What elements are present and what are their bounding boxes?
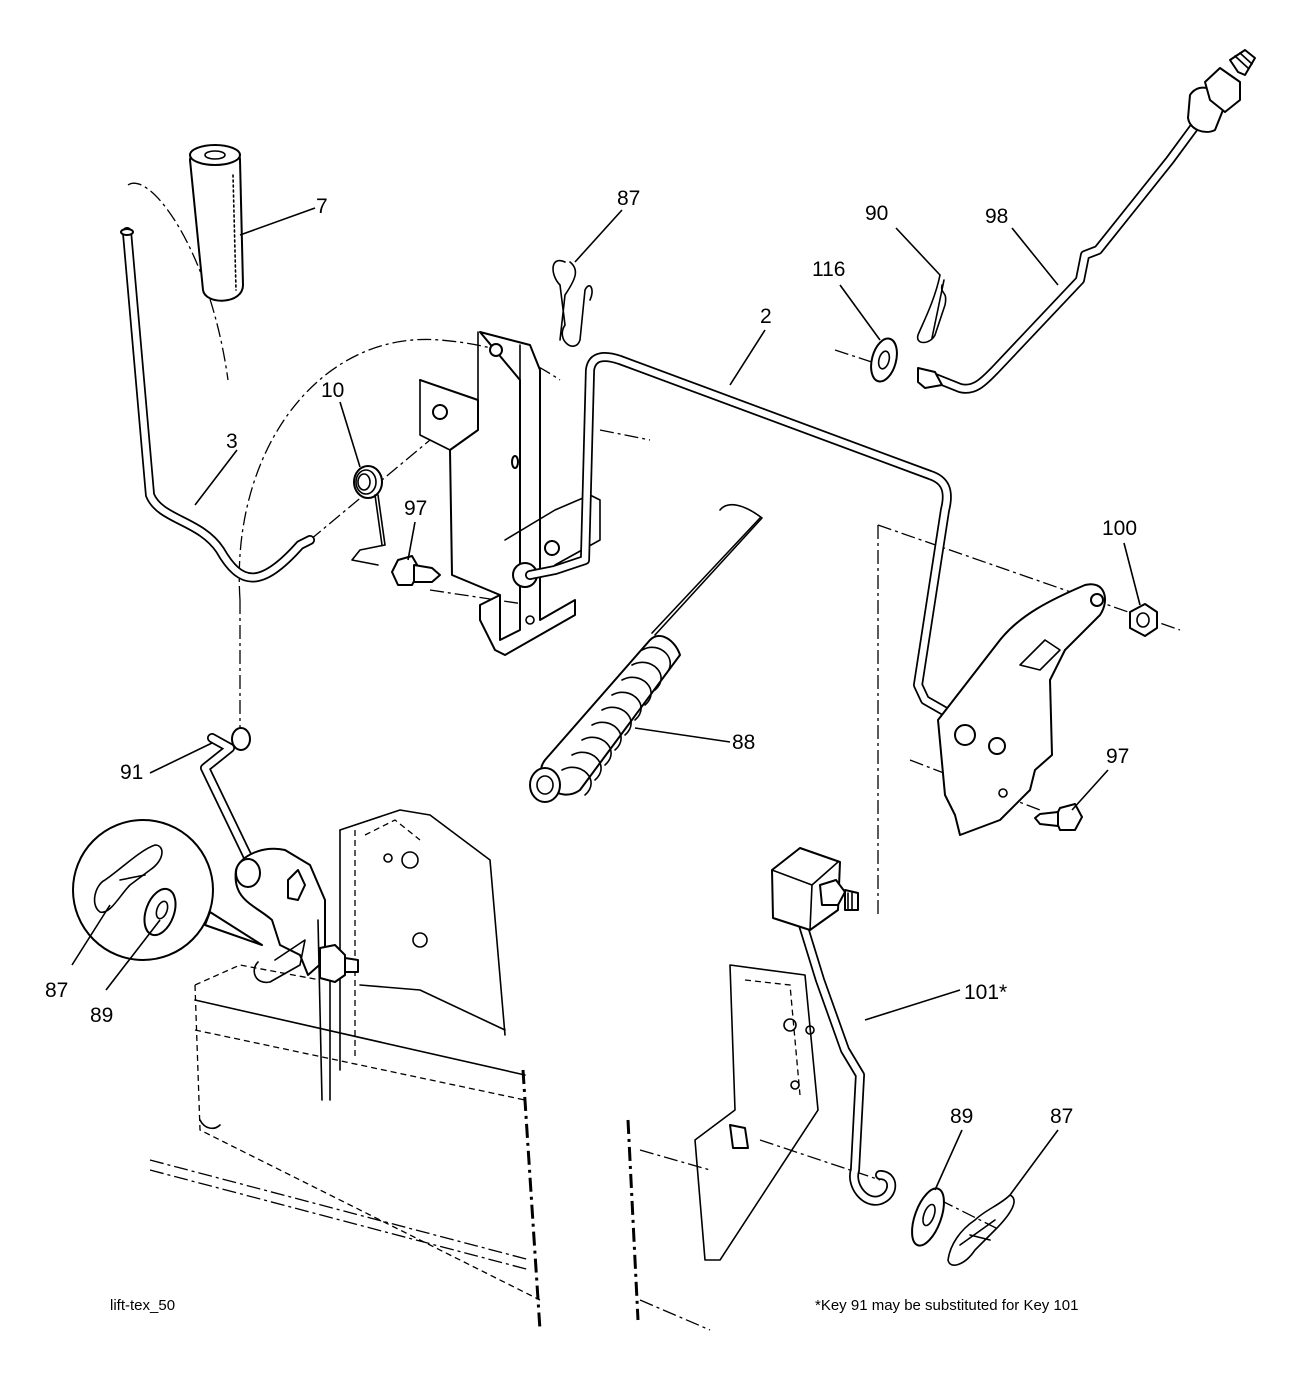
part-116-washer [870,337,898,383]
part-89-washer-right [911,1187,945,1247]
callout-89-lower: 89 [950,1105,974,1128]
callout-88: 88 [732,731,756,754]
leader-lines [71,207,1141,1196]
callout-100: 100 [1102,517,1138,540]
callout-10: 10 [321,379,345,402]
part-90-hairpin [916,274,947,344]
part-87-hairpin-upper [552,259,593,347]
callout-98: 98 [985,205,1009,228]
callout-91: 91 [120,761,144,784]
callout-116: 116 [812,258,846,281]
right-deck-frame [694,964,819,1261]
part-10-spring [351,465,386,566]
callout-87-upper: 87 [617,187,641,210]
part-98-adjust-rod [917,49,1256,394]
footnote: *Key 91 may be substituted for Key 101 [815,1297,1079,1314]
spring-coils [561,646,672,796]
part-100-nut [1129,603,1158,637]
part-97-bolt-lower [1034,803,1083,831]
part-87-hairpin-lower [947,1194,1015,1266]
callout-101: 101* [964,981,1008,1004]
callout-87-lower: 87 [1050,1105,1074,1128]
callout-7: 7 [316,195,328,218]
part-2-lift-shaft [525,352,965,725]
part-97-bolt-upper [391,555,441,586]
right-lift-bracket [937,583,1106,836]
center-lift-bracket [419,331,601,656]
part-7-handle-grip [189,144,244,302]
callout-3: 3 [226,430,238,453]
part-101-alt-link [771,847,897,1206]
part-91-lift-link [200,727,359,1101]
detail-callout-circle [72,819,263,961]
callout-87-detail: 87 [45,979,69,1002]
callout-89-detail: 89 [90,1004,114,1027]
part-3-lift-handle [120,227,315,583]
diagram-id: lift-tex_50 [110,1297,176,1314]
callout-90: 90 [865,202,889,225]
callout-2: 2 [760,305,772,328]
callout-97-lower: 97 [1106,745,1130,768]
part-88-spring [529,503,763,803]
callout-97-upper: 97 [404,497,428,520]
